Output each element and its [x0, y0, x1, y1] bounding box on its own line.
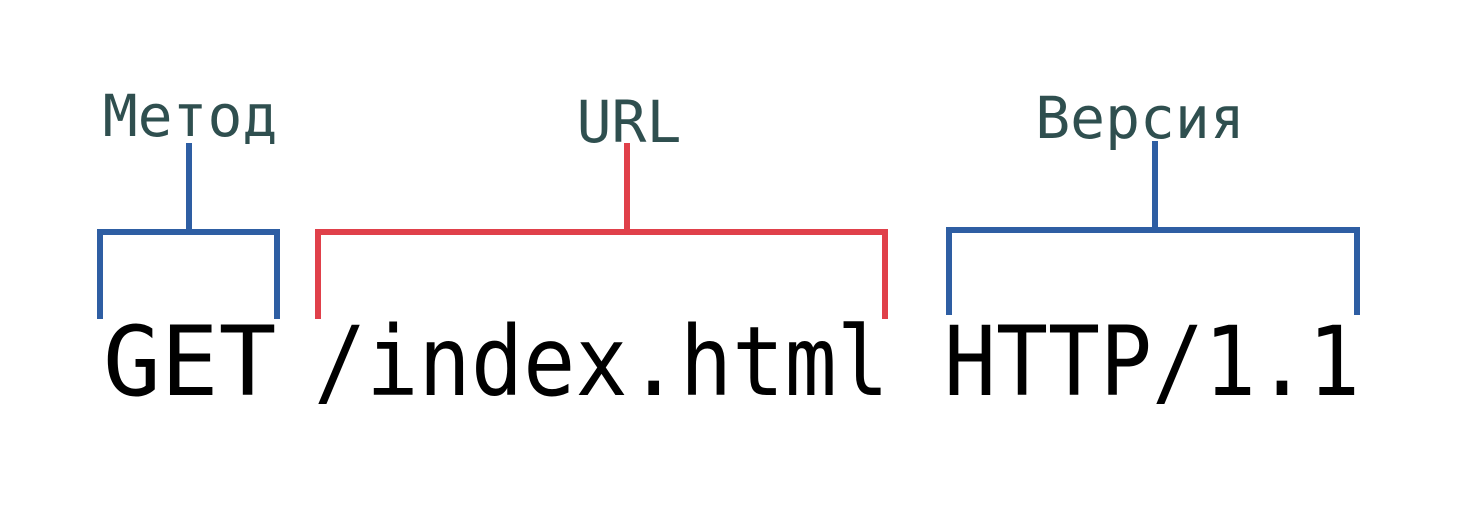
url-bracket: [315, 143, 888, 319]
version-label: Версия: [1035, 84, 1245, 152]
version-bracket: [946, 141, 1360, 315]
version-value: HTTP/1.1: [944, 306, 1360, 418]
url-value: /index.html: [314, 306, 889, 418]
method-bracket: [97, 143, 280, 319]
version-part: Версия HTTP/1.1: [944, 84, 1360, 418]
url-part: URL /index.html: [314, 88, 889, 418]
method-part: Метод GET: [97, 82, 280, 418]
method-label: Метод: [103, 82, 278, 150]
method-value: GET: [103, 306, 276, 418]
